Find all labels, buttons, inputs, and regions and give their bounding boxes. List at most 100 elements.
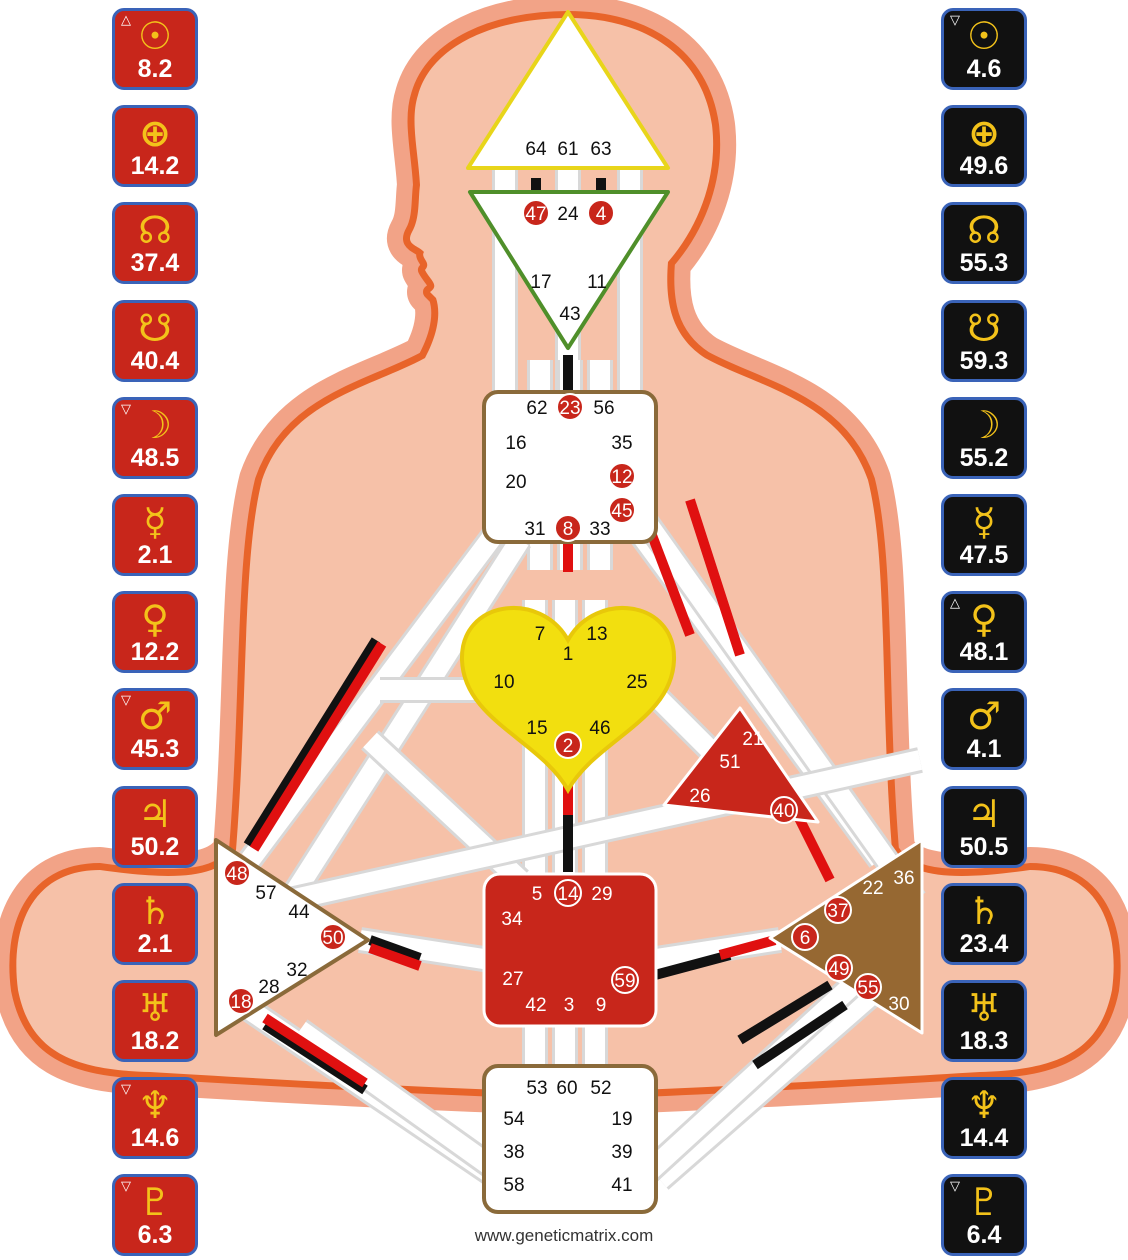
gate-28: 28 (258, 977, 279, 998)
gate-30: 30 (888, 994, 909, 1015)
planet-symbol-icon: ☊ (944, 210, 1024, 250)
gate-5: 5 (532, 884, 543, 905)
gate-58: 58 (503, 1175, 524, 1196)
gate-4: 4 (596, 204, 607, 225)
personality-planet-tile: ▽☉4.6 (941, 8, 1027, 90)
design-planet-value: 37.4 (115, 250, 195, 276)
design-planet-tile: △☉8.2 (112, 8, 198, 90)
design-planet-mark: ▽ (121, 402, 131, 417)
gate-49: 49 (828, 959, 849, 980)
personality-planet-value: 55.3 (944, 250, 1024, 276)
design-planet-tile: ⊕14.2 (112, 105, 198, 187)
personality-planet-value: 59.3 (944, 348, 1024, 374)
gate-64: 64 (525, 139, 547, 160)
personality-planet-tile: ♄23.4 (941, 883, 1027, 965)
design-planet-tile: ♀12.2 (112, 591, 198, 673)
personality-planet-tile: ♅18.3 (941, 980, 1027, 1062)
gate-33: 33 (589, 519, 610, 540)
planet-symbol-icon: ♅ (115, 988, 195, 1028)
design-planet-value: 50.2 (115, 834, 195, 860)
gate-59: 59 (614, 971, 635, 992)
personality-planet-tile: ☋59.3 (941, 300, 1027, 382)
gate-16: 16 (505, 433, 526, 454)
gate-48: 48 (226, 864, 247, 885)
gate-7: 7 (535, 624, 546, 645)
footer-url: www.geneticmatrix.com (0, 1226, 1128, 1246)
gate-34: 34 (501, 909, 523, 930)
personality-planet-value: 55.2 (944, 445, 1024, 471)
gate-39: 39 (611, 1142, 632, 1163)
design-planet-tile: ▽☽48.5 (112, 397, 198, 479)
design-planet-value: 2.1 (115, 542, 195, 568)
gate-46: 46 (589, 718, 610, 739)
gate-56: 56 (593, 398, 614, 419)
gate-17: 17 (530, 272, 551, 293)
planet-symbol-icon: ☿ (944, 502, 1024, 542)
design-planet-value: 48.5 (115, 445, 195, 471)
center-root: 536052541938395841 (484, 1066, 656, 1212)
gate-24: 24 (557, 204, 579, 225)
design-planet-value: 40.4 (115, 348, 195, 374)
gate-10: 10 (493, 672, 514, 693)
gate-8: 8 (563, 519, 574, 540)
gate-3: 3 (564, 995, 575, 1016)
design-planet-tile: ☊37.4 (112, 202, 198, 284)
gate-55: 55 (857, 978, 878, 999)
personality-planet-mark: ▽ (950, 13, 960, 28)
planet-symbol-icon: ☋ (115, 308, 195, 348)
gate-47: 47 (525, 204, 546, 225)
design-planet-value: 8.2 (115, 56, 195, 82)
personality-planet-tile: ♂4.1 (941, 688, 1027, 770)
planet-symbol-icon: ♄ (944, 891, 1024, 931)
gate-12: 12 (611, 467, 632, 488)
gate-60: 60 (556, 1078, 577, 1099)
gate-50: 50 (322, 928, 343, 949)
planet-symbol-icon: ♆ (944, 1085, 1024, 1125)
personality-planet-mark: △ (950, 596, 960, 611)
gate-44: 44 (288, 902, 310, 923)
gate-22: 22 (862, 878, 883, 899)
gate-14: 14 (557, 884, 579, 905)
personality-planet-value: 49.6 (944, 153, 1024, 179)
gate-42: 42 (525, 995, 546, 1016)
gate-15: 15 (526, 718, 547, 739)
design-planet-mark: ▽ (121, 1179, 131, 1194)
planet-symbol-icon: ☊ (115, 210, 195, 250)
personality-planet-tile: ♃50.5 (941, 786, 1027, 868)
planet-symbol-icon: ♀ (115, 599, 195, 639)
personality-planet-tile: ☿47.5 (941, 494, 1027, 576)
gate-9: 9 (596, 995, 607, 1016)
planet-symbol-icon: ☿ (115, 502, 195, 542)
design-planet-value: 2.1 (115, 931, 195, 957)
gate-45: 45 (611, 501, 632, 522)
design-planet-mark: ▽ (121, 693, 131, 708)
design-planet-mark: ▽ (121, 1082, 131, 1097)
design-planet-tile: ♅18.2 (112, 980, 198, 1062)
gate-23: 23 (559, 398, 580, 419)
personality-planet-value: 48.1 (944, 639, 1024, 665)
design-planet-mark: △ (121, 13, 131, 28)
personality-planet-value: 23.4 (944, 931, 1024, 957)
personality-planet-value: 47.5 (944, 542, 1024, 568)
gate-36: 36 (893, 868, 914, 889)
gate-20: 20 (505, 472, 526, 493)
gate-6: 6 (800, 928, 811, 949)
design-planet-value: 45.3 (115, 736, 195, 762)
personality-planet-value: 14.4 (944, 1125, 1024, 1151)
gate-18: 18 (230, 992, 251, 1013)
planet-symbol-icon: ♅ (944, 988, 1024, 1028)
gate-40: 40 (773, 801, 794, 822)
personality-planet-tile: ⊕49.6 (941, 105, 1027, 187)
gate-1: 1 (563, 644, 574, 665)
personality-planet-value: 50.5 (944, 834, 1024, 860)
design-planet-value: 18.2 (115, 1028, 195, 1054)
design-planet-tile: ▽♂45.3 (112, 688, 198, 770)
personality-planet-value: 4.1 (944, 736, 1024, 762)
personality-planet-value: 4.6 (944, 56, 1024, 82)
planet-symbol-icon: ♄ (115, 891, 195, 931)
gate-37: 37 (827, 901, 848, 922)
design-planet-tile: ☿2.1 (112, 494, 198, 576)
gate-27: 27 (502, 969, 523, 990)
